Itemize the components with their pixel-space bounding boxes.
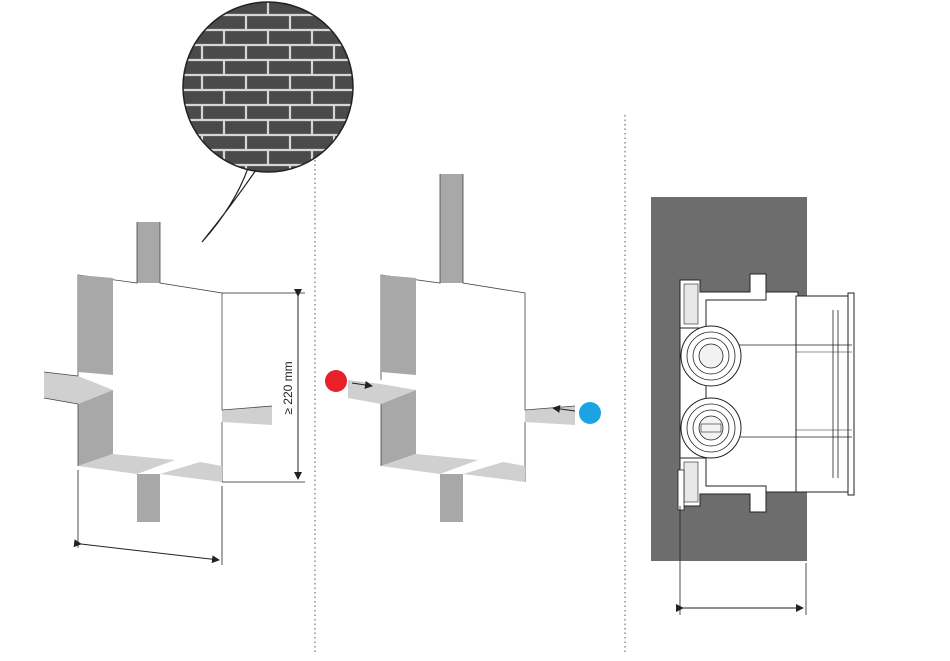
magnifier-pointer: [202, 168, 256, 242]
min-depth-label: ≥ 220 mm: [281, 361, 295, 414]
recess-with-dimensions: ≥ 220 mm: [44, 222, 305, 565]
cold-water-dot: [579, 402, 601, 424]
hot-water-dot: [325, 370, 347, 392]
upper-port: [681, 326, 741, 386]
lower-port: [681, 398, 741, 458]
brick-wall-magnifier: [180, 0, 360, 242]
installed-body-section: [651, 197, 854, 615]
recess-with-inlets: [325, 174, 601, 522]
